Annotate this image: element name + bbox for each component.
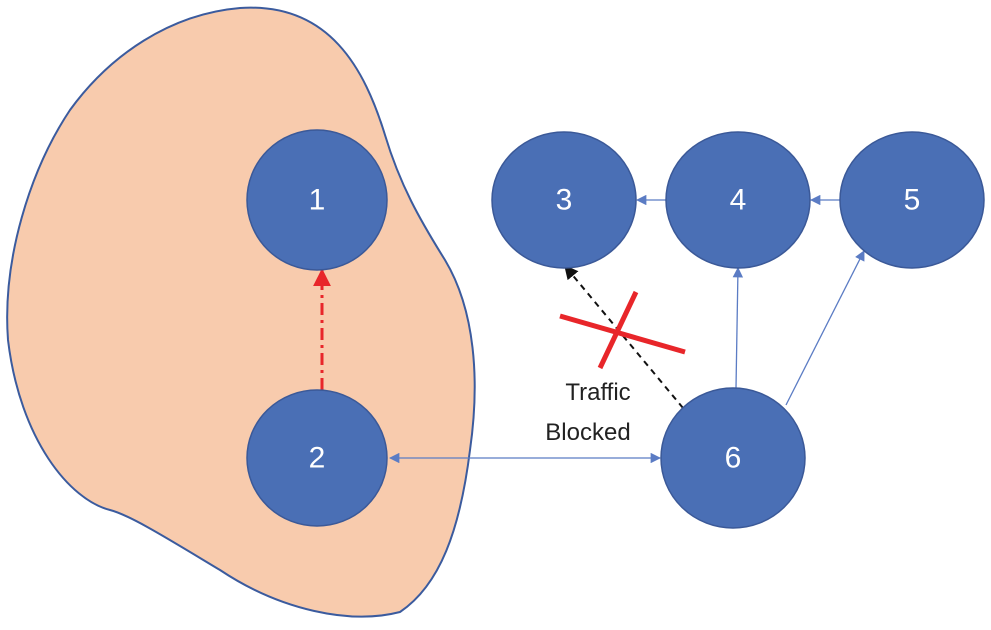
node-5-label: 5 <box>904 184 921 217</box>
shaded-region <box>6 6 476 618</box>
edge-6-to-5 <box>785 250 865 406</box>
node-1-label: 1 <box>309 184 326 217</box>
edge-6-to-4 <box>732 266 744 389</box>
node-2-label: 2 <box>309 442 326 475</box>
node-6: 6 <box>660 387 806 529</box>
node-6-label: 6 <box>725 442 742 475</box>
node-4-label: 4 <box>730 184 747 217</box>
node-1: 1 <box>246 129 388 271</box>
annotation-line2: Blocked <box>545 419 630 446</box>
node-4: 4 <box>665 131 811 269</box>
node-3-label: 3 <box>556 184 573 217</box>
node-5: 5 <box>839 131 985 269</box>
node-3: 3 <box>491 131 637 269</box>
node-2: 2 <box>246 389 388 527</box>
annotation-line1: Traffic <box>565 379 630 406</box>
blocked-x-icon <box>559 290 686 370</box>
